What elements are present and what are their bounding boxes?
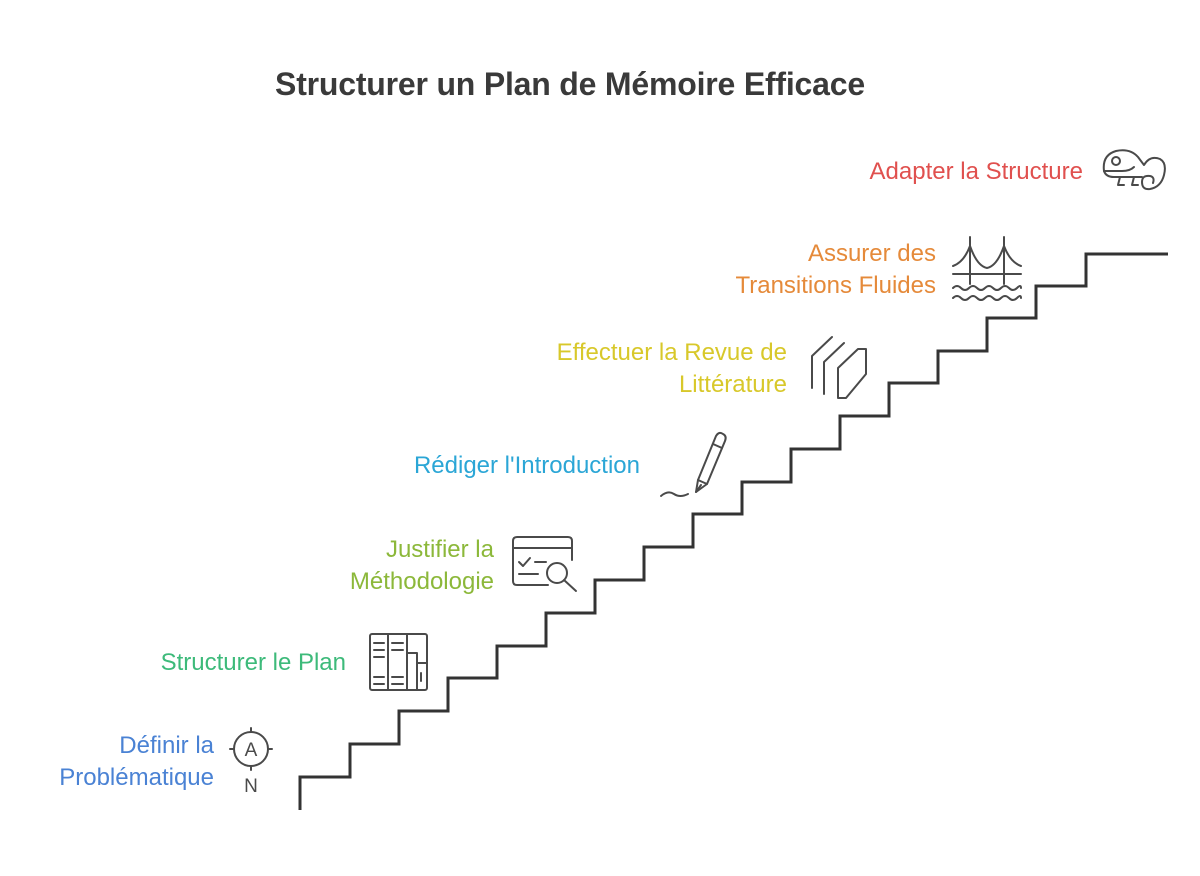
- bridge-icon: [952, 236, 1022, 304]
- step-label-6-line-2: Transitions Fluides: [735, 272, 936, 299]
- step-label-3-line-1: Justifier la: [385, 536, 494, 563]
- compass-letter-n: N: [244, 776, 258, 797]
- step-label-1: Définir la Problématique: [30, 730, 214, 794]
- checklist-magnifier-icon: [512, 536, 580, 594]
- step-label-2-line-1: Structurer le Plan: [160, 649, 346, 676]
- layers-icon: [810, 336, 872, 402]
- diagram-title: Structurer un Plan de Mémoire Efficace: [275, 66, 865, 102]
- compass-icon: A N: [229, 727, 275, 798]
- step-label-4: Rédiger l'Introduction: [360, 450, 640, 482]
- step-label-7: Adapter la Structure: [820, 156, 1083, 188]
- staircase-line: [298, 252, 1168, 810]
- step-label-1-line-2: Problématique: [59, 764, 214, 791]
- step-label-7-line-1: Adapter la Structure: [869, 158, 1083, 185]
- pen-writing-icon: [660, 431, 732, 502]
- step-label-3: Justifier la Méthodologie: [290, 534, 494, 598]
- step-label-4-line-1: Rédiger l'Introduction: [413, 452, 640, 479]
- step-label-2: Structurer le Plan: [110, 647, 346, 679]
- step-label-5: Effectuer la Revue de Littérature: [500, 337, 787, 401]
- step-label-5-line-1: Effectuer la Revue de: [556, 339, 787, 366]
- chameleon-icon: [1100, 147, 1168, 195]
- compass-letter-a: A: [245, 740, 258, 761]
- step-label-5-line-2: Littérature: [678, 371, 787, 398]
- blueprint-icon: [369, 633, 429, 691]
- step-label-3-line-2: Méthodologie: [349, 568, 494, 595]
- step-label-1-line-1: Définir la: [119, 732, 214, 759]
- step-label-6: Assurer des Transitions Fluides: [700, 238, 936, 302]
- step-label-6-line-1: Assurer des: [807, 240, 936, 267]
